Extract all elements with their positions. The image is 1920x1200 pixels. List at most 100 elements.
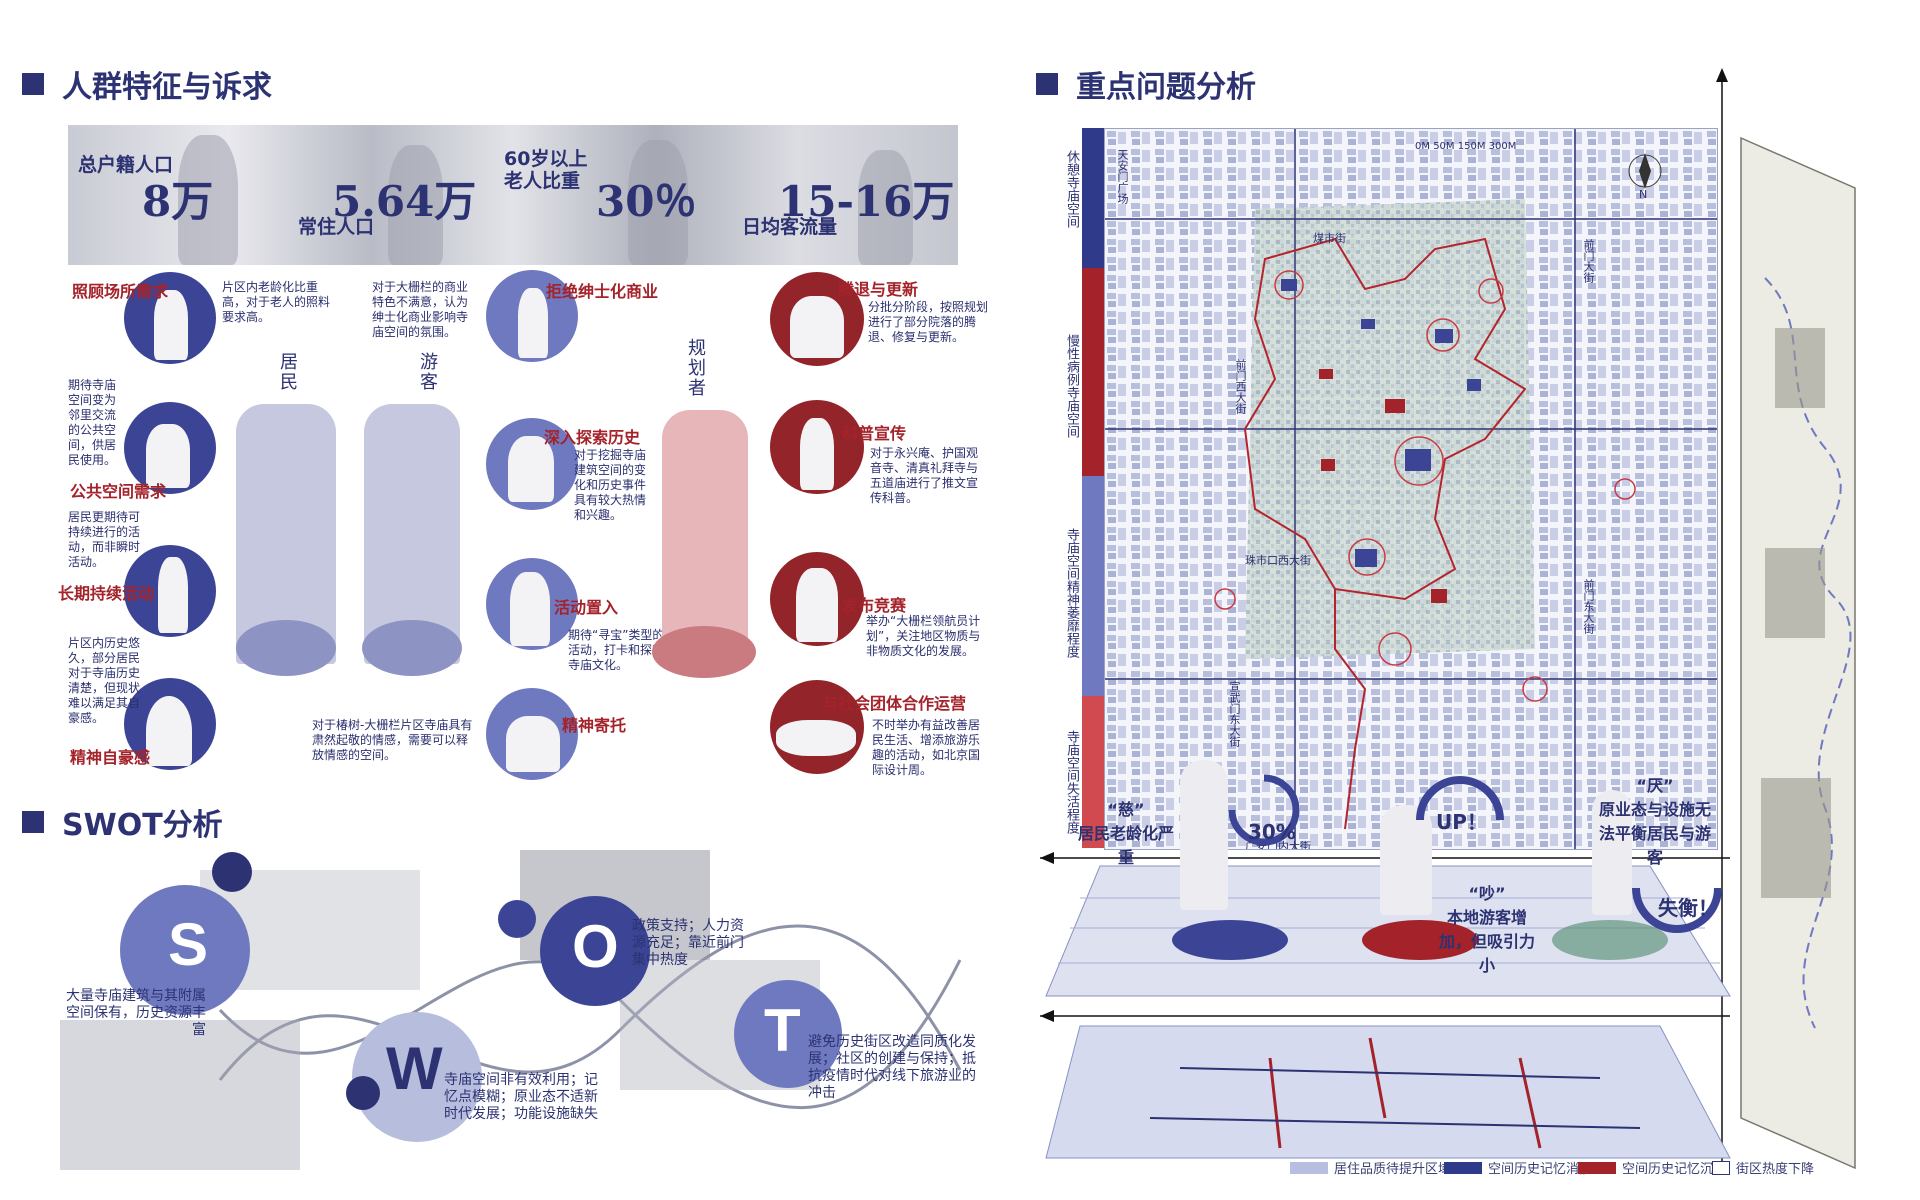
resident-note: 片区内老龄化比重高，对于老人的照料要求高。 — [222, 280, 331, 324]
section-square-icon — [22, 811, 44, 833]
tourist-note: 对于挖掘寺庙建筑空间的变化和历史事件具有较大热情和兴趣。 — [574, 448, 647, 522]
swot-o-text: 政策支持；人力资源充足；靠近前门集中热度 — [632, 918, 744, 968]
callout-quote: “慈” — [1107, 800, 1145, 819]
walking-figure — [1592, 790, 1632, 915]
map-graphic — [1105, 129, 1717, 849]
planner-note: 对于永兴庵、护国观音寺、清真礼拜寺与五道庙进行了推文宣传科普。 — [870, 446, 979, 505]
resident-pride-circle — [124, 678, 216, 770]
swot-o-circle — [540, 896, 650, 1006]
planner-circle — [770, 552, 864, 646]
callout-value: UP！ — [1436, 810, 1487, 834]
resident-activity-circle — [124, 545, 216, 637]
street-label: 前门大街 — [1582, 239, 1595, 283]
swot-t-letter: T — [764, 997, 801, 1064]
swot-dot — [212, 852, 252, 892]
tourist-note: 对于大栅栏的商业特色不满意，认为绅士化商业影响寺庙空间的氛围。 — [372, 280, 469, 339]
street-label: 前门西大街 — [1234, 359, 1247, 414]
callout-quote: “厌” — [1636, 776, 1674, 795]
swot-dot — [498, 900, 536, 938]
resident-elder-circle — [124, 272, 216, 364]
swot-s-letter: S — [168, 911, 209, 978]
stats-photo-strip — [68, 125, 958, 265]
stat-value: 30％ — [596, 177, 697, 226]
band-label: 慢性病例寺庙空间 — [1064, 334, 1079, 438]
callout-tourist: “吵” 本地游客增加，但吸引力小 — [1434, 880, 1540, 976]
street-label: 煤市街 — [1313, 232, 1346, 245]
swot-w-letter: W — [386, 1035, 443, 1102]
swot-w-text: 寺庙空间非有效利用；记忆点模糊；原业态不适新时代发展；功能设施缺失 — [444, 1072, 598, 1122]
planner-note: 分批分阶段，按照规划进行了部分院落的腾退、修复与更新。 — [868, 300, 989, 344]
resident-public-circle — [124, 402, 216, 494]
callout-text: 居民老龄化严重 — [1078, 824, 1175, 867]
planner-figure — [662, 410, 748, 660]
tourist-tag: 深入探索历史 — [544, 428, 641, 447]
street-label: 广安门内大街 — [1245, 840, 1311, 850]
tourist-circle — [486, 558, 578, 650]
stat-value: 15-16万 — [778, 177, 955, 226]
tourist-base-ellipse — [362, 620, 462, 676]
planner-note: 举办“大栅栏领航员计划”，关注地区物质与非物质文化的发展。 — [866, 614, 981, 658]
scroll-panel — [1740, 136, 1856, 1170]
photo-person — [858, 150, 913, 265]
band-label: 休憩寺庙空间 — [1064, 150, 1079, 228]
band-label: 寺庙空间精神萎靡程度 — [1064, 528, 1079, 658]
resident-base-ellipse — [236, 620, 336, 676]
callout-quote: “吵” — [1468, 884, 1506, 903]
callout-value: 30% — [1248, 820, 1296, 844]
legend-item: 空间历史记忆消散 — [1444, 1158, 1592, 1177]
street-label: 天安门广场 — [1116, 149, 1129, 204]
resident-note: 期待寺庙空间变为邻里交流的公共空间，供居民使用。 — [68, 378, 117, 467]
street-label: 宣武门东大街 — [1228, 681, 1241, 747]
resident-label: 居民 — [277, 352, 298, 392]
resident-tag: 照顾场所需求 — [72, 282, 169, 301]
photo-person — [178, 135, 238, 265]
tourist-crouch-figure — [1380, 805, 1432, 915]
tourist-circle — [486, 270, 578, 362]
resident-note: 居民更期待可持续进行的活动，而非瞬时活动。 — [68, 510, 141, 569]
callout-elder: “慈” 居民老龄化严重 — [1078, 796, 1174, 868]
resident-note: 片区内历史悠久，部分居民对于寺庙历史清楚，但现状难以满足其自豪感。 — [68, 636, 141, 725]
callout-value: 失衡！ — [1658, 896, 1718, 920]
tourist-tag: 活动置入 — [554, 598, 619, 617]
gauge-arc — [1416, 776, 1504, 821]
swot-w-circle — [352, 1012, 482, 1142]
section-square-icon — [22, 73, 44, 95]
legend-item: 空间历史记忆沉睡 — [1578, 1158, 1726, 1177]
planner-circle — [770, 680, 864, 774]
photo-person — [388, 145, 443, 265]
district-map: 0M 50M 150M 300M N 天安门广场 前门大街 煤市街 前门西大街 … — [1104, 128, 1718, 850]
section-square-icon — [1036, 73, 1058, 95]
tourist-note: 期待“寻宝”类型的活动，打卡和探索寺庙文化。 — [568, 628, 665, 672]
stat-label: 总户籍人口 — [78, 154, 174, 176]
section-title-crowd: 人群特征与诉求 — [22, 62, 272, 106]
stat-label: 60岁以上 老人比重 — [504, 148, 588, 192]
planner-tag: 腾退与更新 — [838, 280, 919, 299]
swot-s-circle — [120, 885, 250, 1015]
planner-label: 规划者 — [685, 338, 706, 398]
stat-label: 日均客流量 — [742, 216, 838, 238]
band-color — [1082, 476, 1106, 696]
photo-person — [628, 140, 688, 265]
stat-value: 8万 — [142, 177, 214, 226]
tourist-circle — [486, 418, 578, 510]
resident-tag: 长期持续活动 — [58, 584, 155, 603]
stat-value: 5.64万 — [332, 177, 477, 226]
tourist-label: 游客 — [417, 352, 438, 392]
tourist-circle — [486, 688, 578, 780]
tourist-tag: 拒绝绅士化商业 — [546, 282, 659, 301]
callout-text: 本地游客增加，但吸引力小 — [1438, 908, 1535, 975]
planner-circle — [770, 400, 864, 494]
callout-text: 原业态与设施无法平衡居民与游客 — [1598, 800, 1711, 867]
gauge-arc — [1228, 774, 1300, 846]
resident-tag: 精神自豪感 — [70, 748, 151, 767]
band-color — [1082, 128, 1106, 268]
planner-note: 不时举办有益改善居民生活、增添旅游乐趣的活动，如北京国际设计周。 — [872, 718, 981, 777]
street-label: 珠市口西大街 — [1245, 554, 1311, 567]
swot-dot — [346, 1076, 380, 1110]
gauge-arc — [1632, 887, 1722, 933]
tourist-note: 对于椿树-大栅栏片区寺庙具有肃然起敬的情感，需要可以释放情感的空间。 — [312, 718, 473, 762]
planner-circle — [770, 272, 864, 366]
elder-figure — [1180, 760, 1228, 910]
stat-label: 常住人口 — [298, 216, 375, 238]
tourist-tag: 精神寄托 — [562, 716, 627, 735]
